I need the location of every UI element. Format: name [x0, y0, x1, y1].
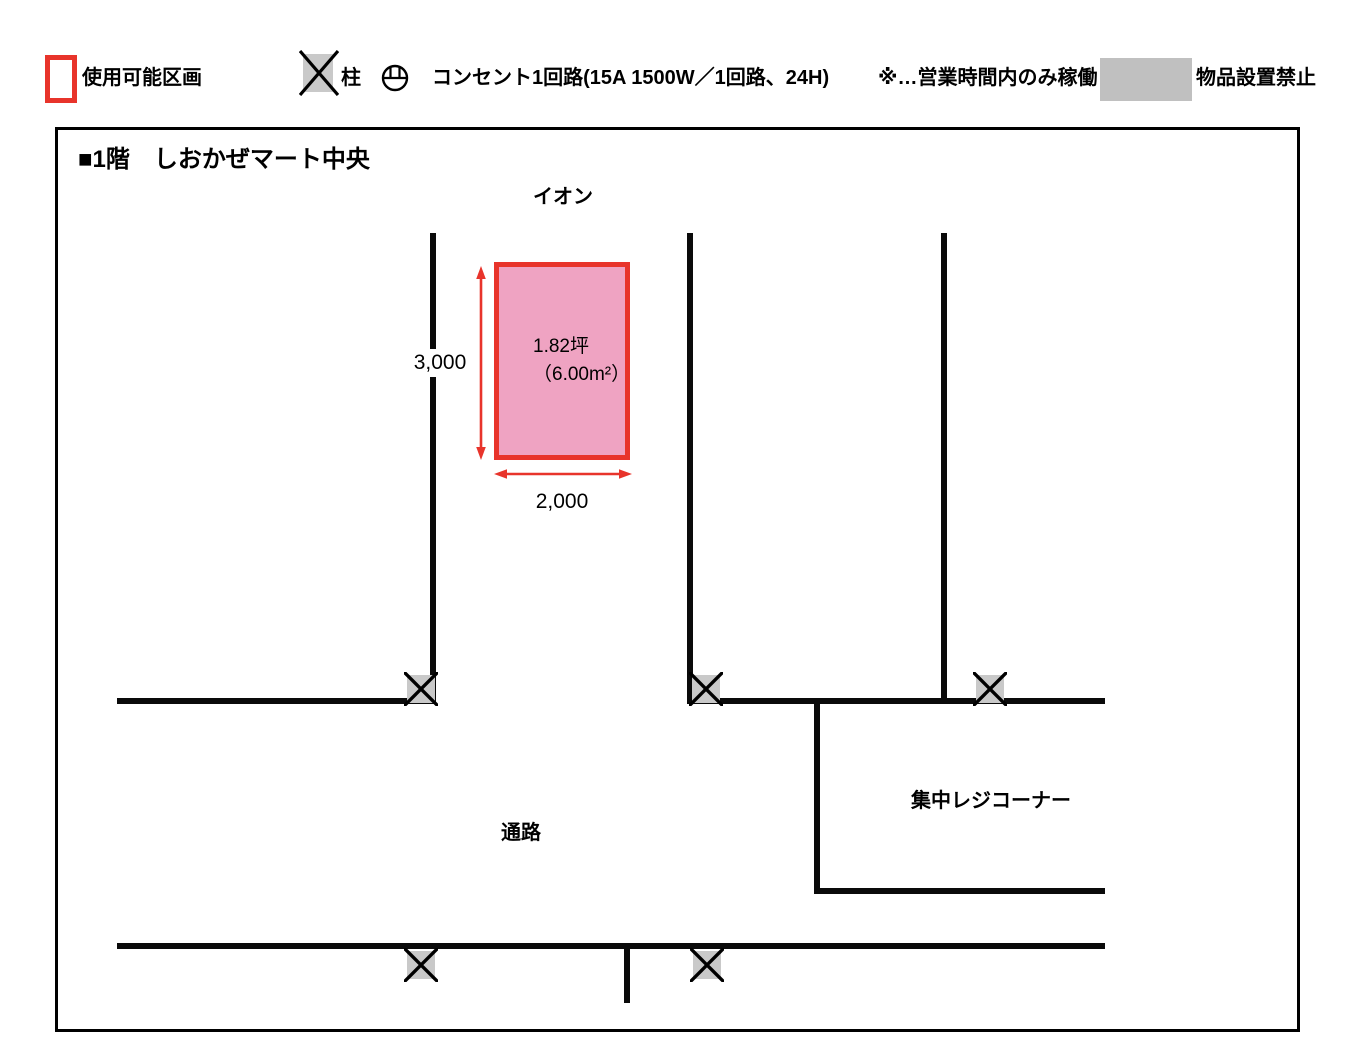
height-dimension-label: 3,000 — [408, 349, 472, 377]
wall-horizontal-bottom — [117, 943, 1105, 949]
pillar-icon — [690, 948, 724, 982]
pillar-icon — [689, 672, 723, 706]
legend-available-swatch — [45, 55, 77, 103]
neighbor-label-aeon: イオン — [533, 186, 593, 208]
register-wall-bottom — [814, 888, 1105, 894]
pillar-icon — [404, 672, 438, 706]
wall-vertical-right — [941, 233, 947, 701]
zone-area-tsubo: 1.82坪 — [533, 335, 589, 357]
legend-pillar-label: 柱 — [341, 67, 361, 89]
plan-title: ■1階 しおかぜマート中央 — [78, 146, 370, 173]
width-dimension-label: 2,000 — [530, 488, 594, 516]
wall-vertical-left — [430, 233, 436, 704]
legend-no-items-swatch — [1100, 58, 1192, 101]
pillar-icon — [973, 672, 1007, 706]
outlet-icon — [381, 64, 409, 92]
aisle-label: 通路 — [501, 822, 541, 844]
available-zone: 1.82坪 （6.00m²） — [494, 262, 630, 460]
register-corner-label: 集中レジコーナー — [911, 790, 1071, 812]
height-dimension-arrow — [476, 266, 486, 460]
legend-outlet-label: コンセント1回路(15A 1500W／1回路、24H) — [432, 67, 830, 89]
zone-area-m2: （6.00m²） — [533, 364, 631, 385]
wall-vertical-middle — [687, 233, 693, 704]
legend-available-label: 使用可能区画 — [82, 67, 202, 89]
floor-plan: ■1階 しおかぜマート中央 イオン 1.82坪 （6.00m²） 3,000 2… — [55, 127, 1300, 1032]
register-wall-left — [814, 701, 820, 894]
pillar-icon — [404, 948, 438, 982]
pillar-icon — [299, 50, 339, 96]
width-dimension-arrow — [494, 469, 632, 479]
legend-no-items-label: 物品設置禁止 — [1196, 67, 1316, 89]
wall-stub-bottom — [624, 943, 630, 1003]
legend-note: ※…営業時間内のみ稼働 — [878, 67, 1098, 89]
wall-horizontal-right — [687, 698, 1105, 704]
wall-horizontal-left — [117, 698, 436, 704]
